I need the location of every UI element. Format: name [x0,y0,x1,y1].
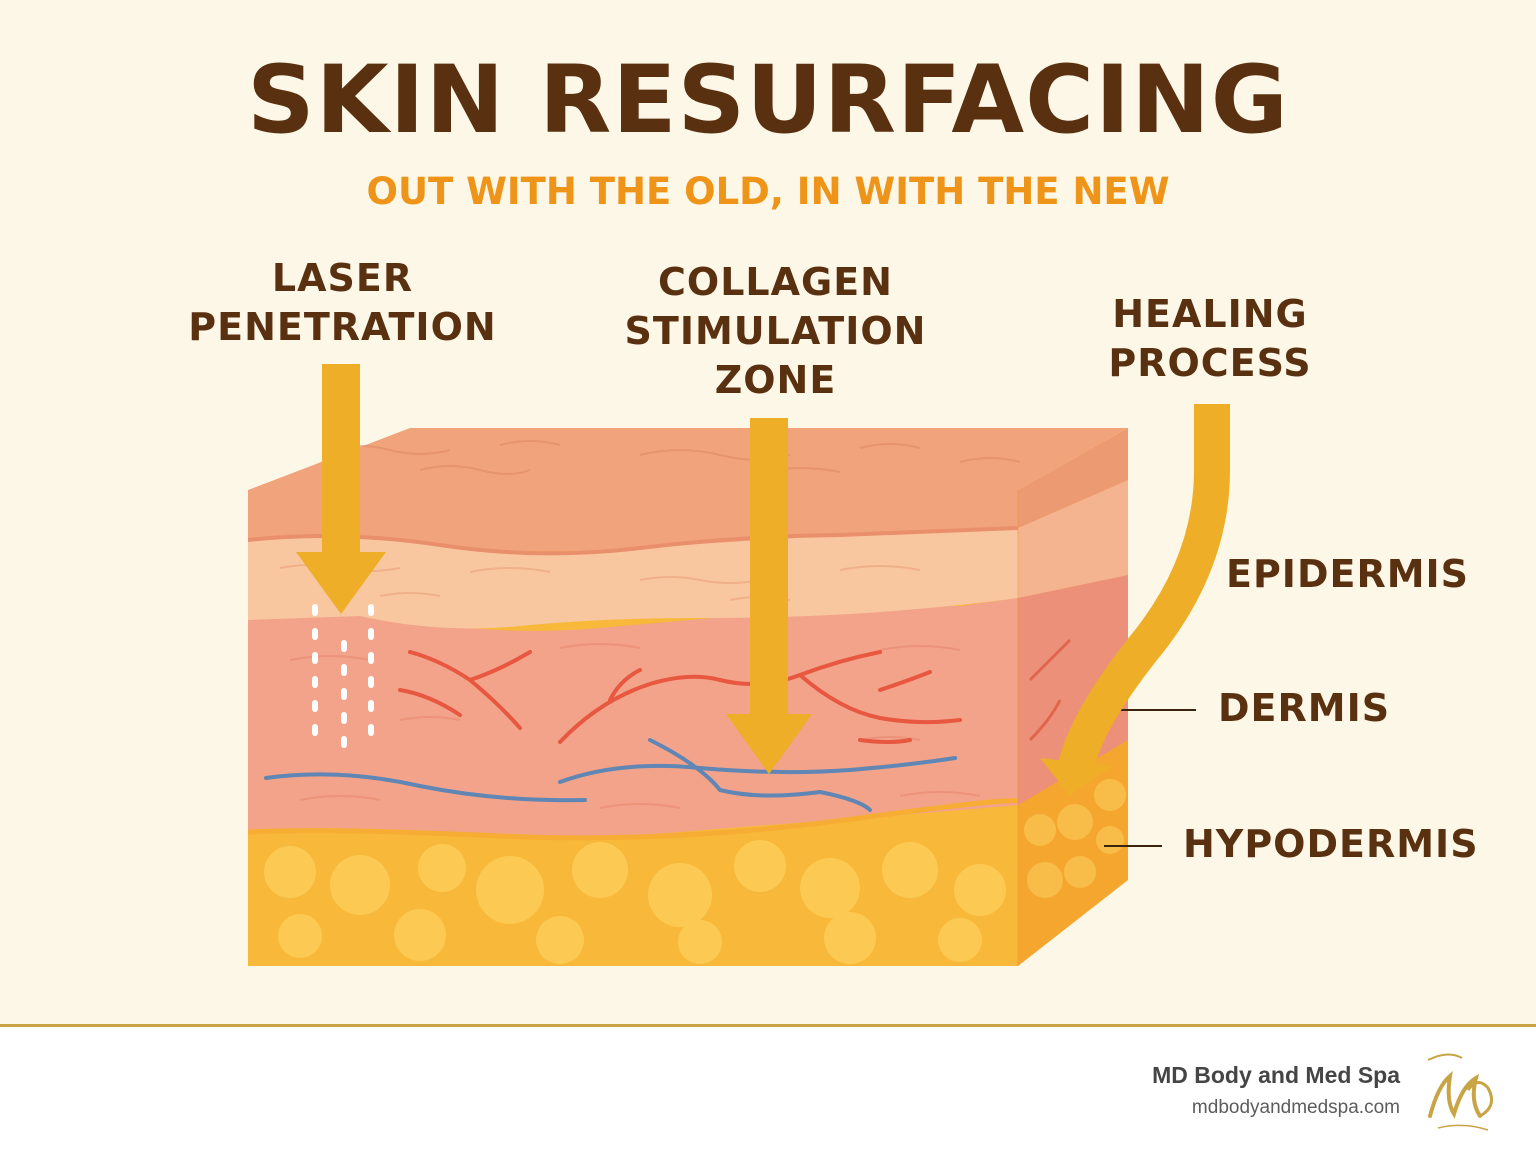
side-fat-cells [1024,779,1126,898]
page-title: SKIN RESURFACING [247,46,1289,155]
skin-cross-section-diagram [248,364,1230,966]
stratum-corneum-layer [248,490,1018,552]
page-subtitle: OUT WITH THE OLD, IN WITH THE NEW [366,170,1170,213]
collagen-arrow [726,418,812,774]
skin-top-face [248,428,1128,490]
callout-laser-penetration: LASER PENETRATION [170,254,515,352]
brand-name: MD Body and Med Spa [1152,1062,1400,1088]
hypodermis-boundary [248,798,1018,841]
dermis-texture [289,643,981,809]
callout-laser-line-1: LASER [271,256,414,300]
epidermis-texture [279,564,921,601]
callout-healing-line-1: HEALING [1112,292,1308,336]
callout-healing-process: HEALING PROCESS [1090,290,1330,388]
epidermis-layer [248,528,1018,629]
callout-collagen-line-1: COLLAGEN [658,260,893,304]
label-hypodermis: HYPODERMIS [1183,822,1479,866]
callout-collagen-line-3: ZONE [714,358,837,402]
side-epidermis [1018,480,1128,598]
laser-penetration-dots [312,604,374,748]
brand-url: mdbodyandmedspa.com [1191,1097,1400,1118]
side-corneum [1018,428,1128,528]
callout-healing-line-2: PROCESS [1108,341,1312,385]
blood-vessels-red [398,650,962,744]
label-dermis: DERMIS [1218,686,1391,730]
fat-cells [264,840,1006,964]
brand-logo [1427,1053,1494,1131]
dermis-layer [248,598,1018,838]
callout-collagen-stimulation: COLLAGEN STIMULATION ZONE [598,258,953,405]
label-epidermis: EPIDERMIS [1226,552,1470,596]
footer-bar [0,1024,1536,1157]
blood-vessels-blue [264,738,957,812]
healing-arrow [1040,404,1230,796]
callout-collagen-line-2: STIMULATION [624,309,927,353]
callout-laser-line-2: PENETRATION [188,305,497,349]
laser-arrow [296,364,386,614]
